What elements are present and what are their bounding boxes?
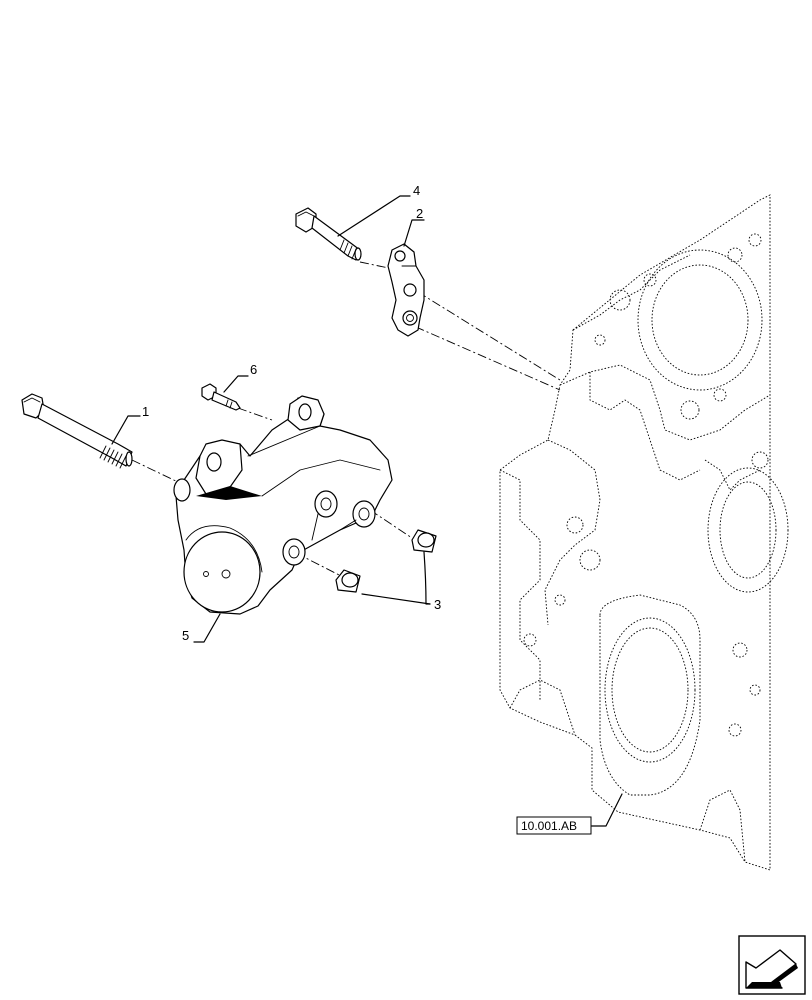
- mount-bracket-part-5: [173, 395, 393, 615]
- alignment-lines: [131, 261, 561, 579]
- callout-5: 5: [182, 628, 189, 643]
- next-page-arrow-icon[interactable]: [738, 935, 806, 995]
- reference-label: 10.001.AB: [521, 819, 577, 833]
- callout-4: 4: [413, 183, 420, 198]
- callout-1: 1: [142, 404, 149, 419]
- engine-block: [499, 194, 789, 871]
- bolt-part-4: [295, 207, 362, 261]
- leader-lines: [111, 195, 623, 827]
- bolt-part-6: [201, 383, 241, 411]
- callout-6: 6: [250, 362, 257, 377]
- bolt-part-1: [21, 393, 133, 469]
- callout-3: 3: [434, 597, 441, 612]
- bushing-part-3-upper: [411, 529, 437, 553]
- bushing-part-3-lower: [335, 569, 361, 593]
- callout-2: 2: [416, 206, 423, 221]
- reference-box[interactable]: 10.001.AB: [516, 816, 592, 835]
- bracket-part-2: [387, 243, 425, 337]
